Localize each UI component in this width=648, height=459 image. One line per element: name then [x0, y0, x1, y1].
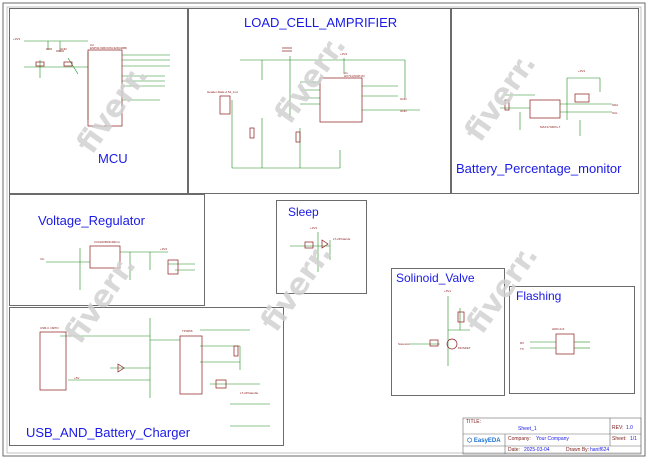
title-label: TITLE:	[466, 419, 482, 425]
svg-text:USB-C 16PIN: USB-C 16PIN	[40, 326, 59, 330]
svg-text:SCL: SCL	[612, 111, 618, 115]
svg-text:HDR-2x3: HDR-2x3	[552, 327, 565, 331]
svg-text:XC6220B331MR-G: XC6220B331MR-G	[94, 240, 121, 244]
svg-text:+3V3: +3V3	[578, 69, 585, 73]
svg-text:Solenoid: Solenoid	[398, 342, 410, 346]
company-value: Your Company	[536, 436, 569, 442]
rev-label: REV:	[612, 425, 624, 431]
date-label: Date:	[508, 447, 520, 453]
block-title-mcu: MCU	[98, 151, 128, 166]
svg-text:ESP32-WROOM-32D(4MB): ESP32-WROOM-32D(4MB)	[90, 46, 127, 50]
block-voltage-regulator-frame	[9, 194, 205, 306]
svg-text:+3V3: +3V3	[13, 37, 20, 41]
svg-text:+5V: +5V	[74, 376, 79, 380]
svg-text:TP4056: TP4056	[182, 329, 193, 333]
block-title-voltage-regulator: Voltage_Regulator	[38, 213, 145, 228]
svg-text:GND: GND	[400, 97, 408, 101]
title-value: Sheet_1	[518, 426, 537, 432]
svg-text:Vin: Vin	[40, 257, 45, 261]
svg-text:Header-Male-2.54_1x4: Header-Male-2.54_1x4	[207, 90, 238, 94]
svg-text:LT-2P/Hands: LT-2P/Hands	[333, 237, 351, 241]
svg-text:RX: RX	[520, 341, 524, 345]
block-flashing-frame	[509, 286, 635, 394]
svg-text:+5V1: +5V1	[444, 289, 451, 293]
svg-text:+3V3: +3V3	[310, 226, 317, 230]
drawn-by-value: hanif624	[590, 447, 610, 453]
block-load-cell-frame	[188, 8, 451, 194]
block-sleep-frame	[276, 200, 367, 294]
svg-text:GND: GND	[400, 109, 408, 113]
block-charger-frame	[9, 307, 284, 446]
svg-text:HX711(SOP16): HX711(SOP16)	[344, 74, 365, 78]
block-title-battery-monitor: Battery_Percentage_monitor	[456, 161, 622, 176]
svg-text:LT-2P/Handle: LT-2P/Handle	[240, 391, 258, 395]
sheet-label: Sheet:	[612, 436, 627, 442]
date-value: 2025-03-04	[524, 447, 550, 453]
block-title-flashing: Flashing	[516, 289, 562, 303]
svg-text:SDA: SDA	[612, 103, 618, 107]
block-title-charger: USB_AND_Battery_Charger	[26, 425, 191, 440]
block-title-sleep: Sleep	[288, 205, 319, 219]
svg-text:+3V3: +3V3	[340, 52, 347, 56]
rev-value: 1.0	[626, 425, 633, 431]
block-mcu-frame	[9, 8, 188, 194]
svg-text:U1: U1	[344, 71, 348, 75]
logo-text: EasyEDA	[473, 438, 501, 444]
svg-text:+3V3: +3V3	[160, 247, 167, 251]
svg-text:GND: GND	[60, 47, 68, 51]
svg-text:MOSFET: MOSFET	[458, 346, 471, 350]
block-title-load-cell: LOAD_CELL_AMPRIFIER	[244, 15, 398, 30]
block-title-solenoid: Solinoid_Valve	[396, 271, 475, 285]
company-label: Company:	[508, 436, 531, 442]
svg-text:U2: U2	[90, 43, 94, 47]
svg-text:TX: TX	[520, 347, 524, 351]
logo-easyeda: ⬡ EasyEDA	[467, 438, 501, 444]
svg-text:MAX17048X+T: MAX17048X+T	[540, 125, 561, 129]
drawn-by-label: Drawn By:	[566, 447, 590, 453]
block-solenoid-frame	[391, 268, 505, 396]
block-battery-monitor-frame	[451, 8, 639, 194]
sheet-value: 1/1	[630, 436, 637, 442]
